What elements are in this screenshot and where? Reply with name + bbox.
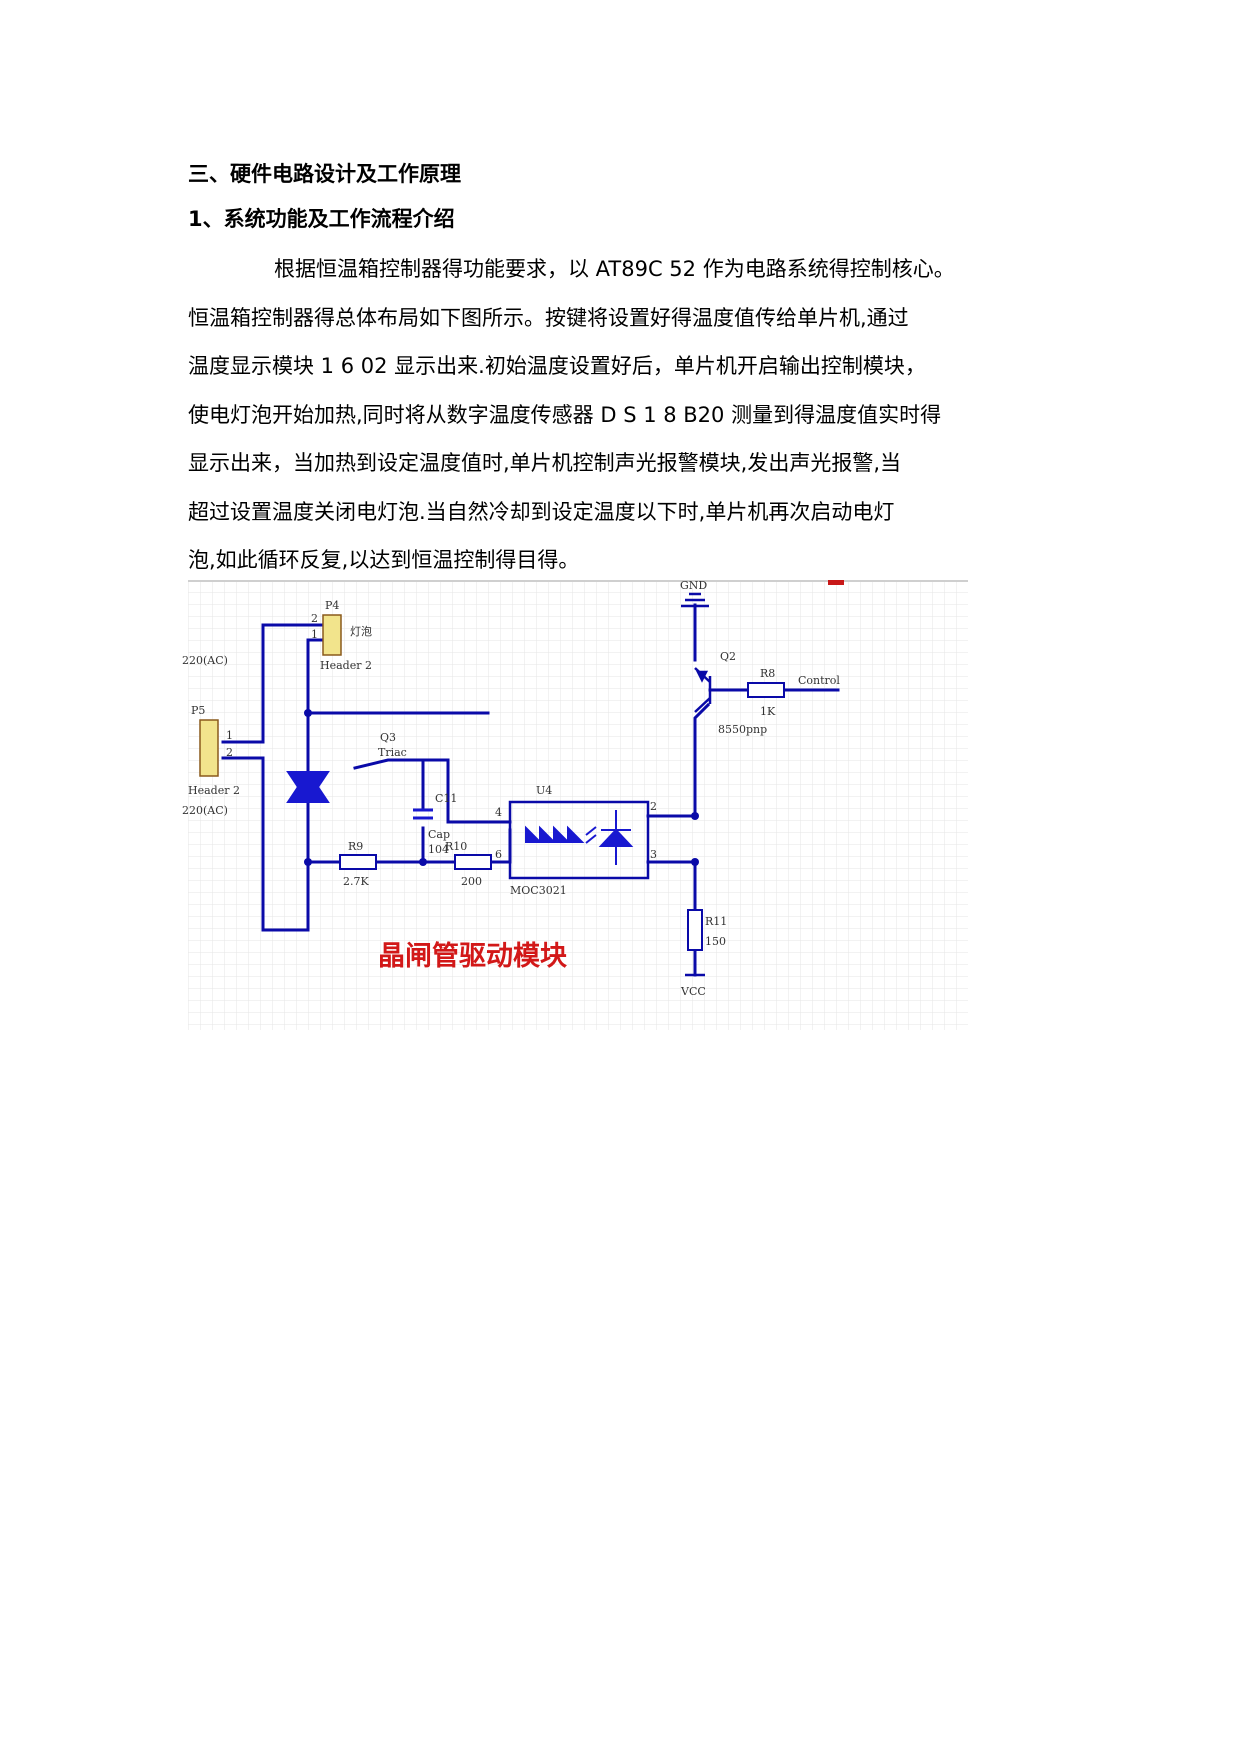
label-moc: MOC3021 xyxy=(510,884,567,897)
resistor-r9 xyxy=(339,854,377,870)
p5-header-component xyxy=(199,719,219,777)
label-cap: Cap xyxy=(428,828,450,841)
paragraph-line: 超过设置温度关闭电灯泡.当自然冷却到设定温度以下时,单片机再次启动电灯 xyxy=(188,499,895,524)
label-q3: Q3 xyxy=(380,731,396,744)
paragraph-line: 根据恒温箱控制器得功能要求，以 AT89C 52 作为电路系统得控制核心。 xyxy=(274,257,955,281)
label-gnd: GND xyxy=(680,579,707,592)
paragraph-line: 显示出来，当加热到设定温度值时,单片机控制声光报警模块,发出声光报警,当 xyxy=(188,451,902,475)
label-lamp: 灯泡 xyxy=(350,624,372,638)
p4-header-component xyxy=(322,614,342,656)
label-u4-pin3: 3 xyxy=(650,848,657,861)
label-r11: R11 xyxy=(705,915,727,928)
optocoupler-u4 xyxy=(508,800,650,880)
junction-dot xyxy=(691,858,699,866)
label-p5-pin2: 2 xyxy=(226,746,233,759)
schematic-grid xyxy=(188,580,968,1030)
section-heading: 三、硬件电路设计及工作原理 xyxy=(188,162,461,186)
wire xyxy=(221,756,310,932)
paragraph-line: 温度显示模块 1 6 02 显示出来.初始温度设置好后，单片机开启输出控制模块， xyxy=(188,354,926,378)
label-c11: C11 xyxy=(435,792,457,805)
label-p5: P5 xyxy=(191,704,205,717)
label-r8: R8 xyxy=(760,667,775,680)
paragraph-line: 泡,如此循环反复,以达到恒温控制得目得。 xyxy=(188,548,580,572)
pnp-transistor-q2 xyxy=(694,667,712,713)
label-ac-top: 220(AC) xyxy=(182,654,228,667)
label-u4-pin6: 6 xyxy=(495,848,502,861)
wire xyxy=(353,758,512,824)
label-p5-pin1: 1 xyxy=(226,729,233,742)
label-control: Control xyxy=(798,674,840,687)
junction-dot xyxy=(304,858,312,866)
label-q2-type: 8550pnp xyxy=(718,723,767,736)
schematic-caption: 晶闸管驱动模块 xyxy=(378,941,568,972)
label-r8-value: 1K xyxy=(760,705,776,718)
label-q2: Q2 xyxy=(720,650,736,663)
resistor-r11 xyxy=(687,909,703,951)
label-p4-pin2: 2 xyxy=(311,612,318,625)
junction-dot xyxy=(419,858,427,866)
schematic-red-mark xyxy=(828,580,844,585)
label-p4-header: Header 2 xyxy=(320,659,372,672)
wire xyxy=(221,623,310,744)
label-r9-value: 2.7K xyxy=(343,875,369,888)
label-vcc: VCC xyxy=(680,985,706,998)
label-r9: R9 xyxy=(348,840,363,853)
schematic-labels: P4 2 1 Header 2 灯泡 220(AC) P5 1 2 Header… xyxy=(182,579,840,998)
label-u4-pin2: 2 xyxy=(650,800,657,813)
capacitor-c11 xyxy=(413,808,433,820)
resistor-r10 xyxy=(454,854,492,870)
thyristor-driver-schematic: P4 2 1 Header 2 灯泡 220(AC) P5 1 2 Header… xyxy=(182,579,968,1030)
label-u4: U4 xyxy=(536,784,552,797)
label-u4-pin4: 4 xyxy=(495,806,502,819)
label-p4: P4 xyxy=(325,599,339,612)
sub-heading: 1、系统功能及工作流程介绍 xyxy=(188,207,455,231)
junction-dot xyxy=(691,812,699,820)
junction-dot xyxy=(304,709,312,717)
label-r10: R10 xyxy=(445,840,467,853)
label-ac-bottom: 220(AC) xyxy=(182,804,228,817)
label-p5-header: Header 2 xyxy=(188,784,240,797)
body-paragraph: 根据恒温箱控制器得功能要求，以 AT89C 52 作为电路系统得控制核心。 恒温… xyxy=(188,245,1068,585)
wires xyxy=(221,603,840,977)
junctions xyxy=(304,709,699,866)
gnd-symbol xyxy=(681,592,709,608)
label-triac: Triac xyxy=(378,746,407,759)
label-cap-value: 104 xyxy=(428,843,449,856)
wire xyxy=(646,702,711,818)
label-r10-value: 200 xyxy=(461,875,482,888)
schematic-top-edge xyxy=(188,580,968,582)
paragraph-line: 恒温箱控制器得总体布局如下图所示。按键将设置好得温度值传给单片机,通过 xyxy=(188,305,909,330)
triac-symbol xyxy=(286,770,330,804)
resistor-r8 xyxy=(747,682,785,698)
label-p4-pin1: 1 xyxy=(311,628,318,641)
label-r11-value: 150 xyxy=(705,935,726,948)
paragraph-line: 使电灯泡开始加热,同时将从数字温度传感器 D S 1 8 B20 测量到得温度值… xyxy=(188,402,942,427)
